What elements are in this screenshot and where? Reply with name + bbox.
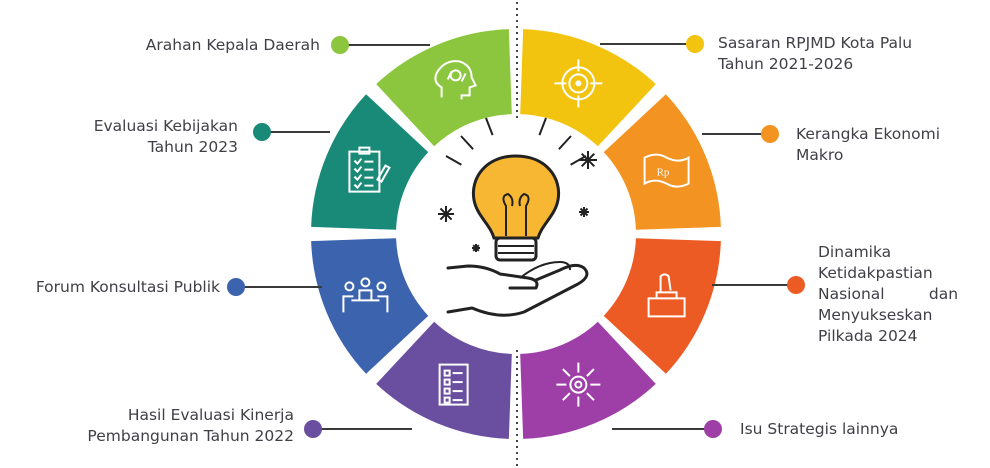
money-bill-icon: Rp xyxy=(643,153,690,188)
segment-kerangka xyxy=(603,94,721,230)
target-icon xyxy=(554,59,603,108)
label-forum: Forum Konsultasi Publik xyxy=(35,278,220,296)
label-kerangka: Kerangka Ekonomi Makro xyxy=(796,125,941,164)
svg-text:Rp: Rp xyxy=(657,167,670,179)
marker-dot-arahan xyxy=(331,36,349,54)
ballot-box-icon xyxy=(647,273,686,318)
marker-dot-dinamika xyxy=(787,276,805,294)
clipboard-check-icon xyxy=(348,146,391,193)
label-arahan: Arahan Kepala Daerah xyxy=(145,36,320,54)
label-hasil: Hasil Evaluasi Kinerja Pembangunan Tahun… xyxy=(87,406,294,445)
puzzle-head-icon xyxy=(434,60,478,100)
label-dinamika: Dinamika Ketidakpastian Nasional dan Men… xyxy=(818,243,959,345)
meeting-table-icon xyxy=(342,277,389,313)
label-sasaran: Sasaran RPJMD Kota Palu Tahun 2021-2026 xyxy=(718,34,913,73)
segment-forum xyxy=(311,238,429,374)
marker-dot-sasaran xyxy=(686,35,704,53)
checklist-icon xyxy=(438,363,469,406)
gear-arrows-icon xyxy=(556,362,601,407)
segment-dinamika xyxy=(603,238,721,374)
label-isu: Isu Strategis lainnya xyxy=(740,420,899,438)
segment-isu xyxy=(520,321,656,439)
marker-dot-forum xyxy=(227,278,245,296)
label-evaluasi: Evaluasi Kebijakan Tahun 2023 xyxy=(93,117,238,156)
segment-sasaran xyxy=(520,29,656,147)
marker-dot-kerangka xyxy=(761,125,779,143)
segment-arahan xyxy=(376,29,512,147)
marker-dot-hasil xyxy=(304,420,322,438)
marker-dot-isu xyxy=(704,420,722,438)
marker-dot-evaluasi xyxy=(253,123,271,141)
lightbulb-hand-icon xyxy=(438,117,597,317)
